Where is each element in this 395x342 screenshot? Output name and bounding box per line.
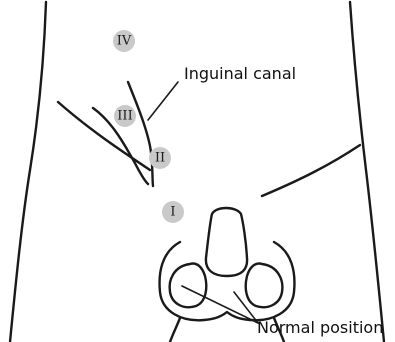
left-testis: [170, 264, 207, 308]
normal-position-label: Normal position: [257, 318, 383, 337]
marker-iv-label: IV: [117, 34, 132, 49]
marker-iii-label: III: [117, 109, 132, 124]
right-groin-crease: [262, 145, 360, 196]
marker-ii-label: II: [155, 151, 165, 166]
marker-i: I: [162, 201, 184, 223]
marker-i-label: I: [170, 205, 175, 220]
torso-right-outline: [350, 2, 384, 342]
marker-iii: III: [114, 105, 136, 127]
marker-iv: IV: [113, 30, 135, 52]
marker-ii: II: [149, 147, 171, 169]
right-testis: [246, 264, 283, 308]
inguinal-canal-leader-line: [148, 82, 178, 120]
left-inner-thigh: [170, 318, 180, 342]
penis-outline: [206, 208, 247, 276]
torso-left-outline: [10, 2, 46, 342]
left-groin-crease: [58, 102, 150, 170]
inguinal-canal-label: Inguinal canal: [184, 64, 296, 83]
